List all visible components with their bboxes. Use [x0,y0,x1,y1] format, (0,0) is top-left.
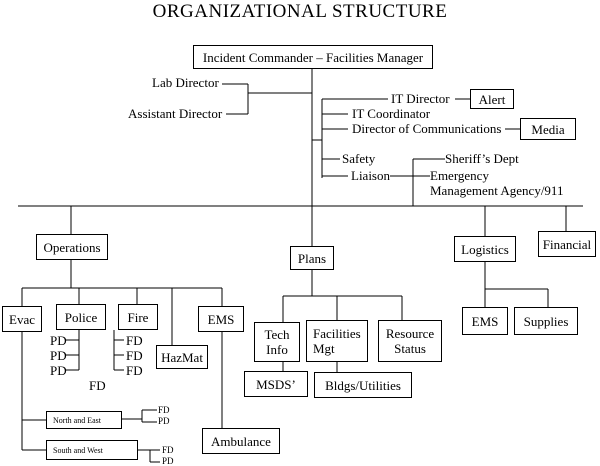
it-coordinator-label: IT Coordinator [352,106,431,121]
resource-status-box: Resource Status [378,320,442,362]
north-east-fd: FD [158,405,170,415]
operations-box: Operations [36,234,108,260]
plans-box: Plans [290,246,334,270]
operations-label: Operations [43,239,101,255]
south-west-pd: PD [162,456,174,466]
liaison-label: Liaison [351,168,390,183]
plans-label: Plans [297,250,327,266]
logistics-label: Logistics [461,241,509,257]
msds-box: MSDS’ [244,371,308,397]
media-label: Media [531,121,565,137]
ems-box: EMS [198,306,244,332]
alert-box: Alert [470,89,514,109]
facilities-mgt-box: Facilities Mgt [306,320,368,362]
police-pd-2: PD [50,348,67,363]
resource-status-label-line1: Resource [385,326,435,341]
hazmat-label: HazMat [161,349,203,365]
financial-label: Financial [542,236,592,252]
tech-info-box: Tech Info [254,322,300,362]
alert-label: Alert [478,91,506,107]
tech-info-label-line2: Info [266,342,288,357]
emergency-label-line1: Emergency [430,168,489,183]
north-east-box: North and East [46,411,122,429]
media-box: Media [520,118,576,140]
north-east-label: North and East [53,415,101,425]
assistant-director-label: Assistant Director [128,106,223,121]
fire-fd-1: FD [126,333,143,348]
bldgs-utilities-box: Bldgs/Utilities [314,372,412,398]
fire-fd-2: FD [126,348,143,363]
fire-label: Fire [127,309,149,325]
incident-commander-box: Incident Commander – Facilities Manager [193,45,433,69]
ambulance-box: Ambulance [202,428,280,454]
police-box: Police [56,304,106,330]
facilities-mgt-label-line1: Facilities [313,326,361,341]
financial-box: Financial [538,231,596,257]
supplies-box: Supplies [514,307,578,335]
resource-status-label-line2: Status [394,341,426,356]
evac-label: Evac [9,311,35,327]
north-east-pd: PD [158,416,170,426]
logistics-ems-label: EMS [471,313,499,329]
south-west-fd: FD [162,445,174,455]
police-fd: FD [89,378,106,393]
msds-label: MSDS’ [256,376,296,392]
evac-box: Evac [2,306,42,332]
south-west-box: South and West [46,440,138,460]
logistics-box: Logistics [454,236,516,262]
chart-title: ORGANIZATIONAL STRUCTURE [152,1,448,22]
ambulance-label: Ambulance [211,433,271,449]
ems-label: EMS [207,311,235,327]
police-pd-1: PD [50,333,67,348]
tech-info-label-line1: Tech [264,327,290,342]
hazmat-box: HazMat [156,345,208,369]
fire-box: Fire [118,304,158,330]
police-label: Police [64,309,98,325]
emergency-label-line2: Management Agency/911 [430,183,564,198]
it-director-label: IT Director [391,91,450,106]
sheriffs-dept-label: Sheriff’s Dept [445,151,519,166]
fire-fd-3: FD [126,363,143,378]
lab-director-label: Lab Director [152,75,219,90]
south-west-label: South and West [53,445,103,455]
supplies-label: Supplies [523,313,569,329]
police-pd-3: PD [50,363,67,378]
director-communications-label: Director of Communications [352,121,502,136]
bldgs-utilities-label: Bldgs/Utilities [325,377,401,393]
logistics-ems-box: EMS [462,307,508,335]
facilities-mgt-label-line2: Mgt [313,341,335,356]
safety-label: Safety [342,151,376,166]
incident-commander-label: Incident Commander – Facilities Manager [202,49,424,65]
